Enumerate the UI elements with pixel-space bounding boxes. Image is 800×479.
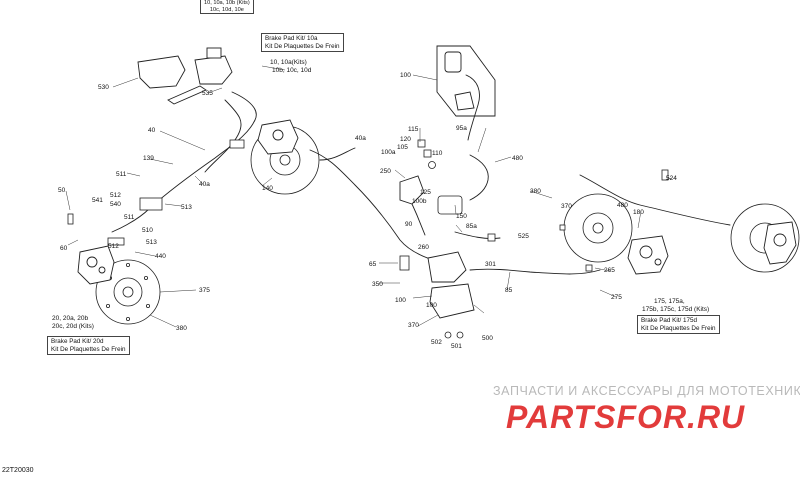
part-label: 250 [380,168,391,175]
part-label: 370 [408,322,419,329]
part-label: 512 [108,243,119,250]
part-label: 60 [60,245,68,252]
part-label: 480 [617,202,628,209]
master-cylinder-pedal [399,175,475,319]
part-label: 524 [666,175,677,182]
part-label: 20, 20a, 20b [52,315,89,322]
brake-pad-kit-175d-note: Brake Pad Kit/ 175d Kit De Plaquettes De… [637,315,720,335]
part-label: 20c, 20d (Kits) [52,323,94,330]
part-label: 501 [451,343,462,350]
part-label: 513 [181,204,192,211]
part-label: 100 [400,72,411,79]
leader-lines [65,65,673,328]
top-reference-line-2: 10c, 10d, 10e [209,6,244,13]
part-label: 100a [381,149,396,156]
watermark-tagline: ЗАПЧАСТИ И АКСЕССУАРЫ ДЛЯ МОТОТЕХНИКИ [493,384,800,398]
part-label: 500 [482,335,493,342]
part-label: 440 [155,253,166,260]
note-line: Kit De Plaquettes De Frein [265,42,340,50]
part-label: 375 [199,287,210,294]
part-label: 105 [397,144,408,151]
part-label: 541 [92,197,103,204]
part-label: 95a [456,125,467,132]
part-label: 502 [431,339,442,346]
part-label: 85a [466,223,477,230]
part-label: 301 [485,261,496,268]
part-label: 525 [518,233,529,240]
part-label: 110 [432,150,443,157]
part-label: 535 [202,90,213,97]
part-label: 40 [148,127,156,134]
part-label: 150 [456,213,467,220]
brake-caliper-front [77,245,115,285]
part-label: 120 [400,136,411,143]
brake-line-main [111,91,257,233]
part-label: 370 [561,203,572,210]
part-label: 480 [512,155,523,162]
part-label: 513 [146,239,157,246]
part-label: 10b, 10c, 10d [272,67,312,74]
part-label: 10, 10a(Kits) [270,59,307,66]
brake-pad-kit-10a-note: Brake Pad Kit/ 10a Kit De Plaquettes De … [261,33,344,53]
top-reference-box: 10, 10a, 10b (Kits) 10c, 10d, 10e [200,0,254,15]
brake-line-front [309,149,441,263]
part-label: 140 [262,185,273,192]
brake-caliper-center [257,119,299,155]
brake-line-40a [319,147,356,161]
part-label: 512 [110,192,121,199]
hardware-parts [67,139,669,339]
brake-line-85a [454,231,501,239]
part-label: 540 [110,201,121,208]
diagram-code: 22T20030 [2,467,34,474]
part-label: 65 [369,261,377,268]
part-label: 275 [611,294,622,301]
part-label: 100 [426,302,437,309]
part-label: 40a [355,135,366,142]
part-label: 175, 175a, [654,298,685,305]
part-label: 265 [604,267,615,274]
part-label: 100 [395,297,406,304]
brake-disc-front [95,259,161,325]
brake-line-40 [204,99,242,173]
part-label: 175b, 175c, 175d (Kits) [642,306,709,313]
part-label: 510 [142,227,153,234]
hose-95a [469,154,489,201]
part-label: 125 [420,189,431,196]
master-cylinder-handlebar [137,47,233,105]
brake-line-rear-upper [579,174,731,226]
reservoir-hose [465,74,480,141]
reservoir-box [436,45,496,117]
watermark-logo: PARTSFOR.RU [506,399,745,435]
part-label: 530 [98,84,109,91]
part-label: 139 [143,155,154,162]
note-line: Brake Pad Kit/ 10a [265,35,318,42]
brake-caliper-rear [627,235,669,275]
part-label: 511 [116,171,127,178]
watermark-logo-text: PARTSFOR.RU [506,399,745,435]
part-label: 380 [176,325,187,332]
part-label: 350 [372,281,383,288]
part-label: 40a [199,181,210,188]
note-line: Brake Pad Kit/ 175d [641,317,698,324]
part-label: 180 [633,209,644,216]
note-line: Brake Pad Kit/ 20d [51,338,104,345]
brake-caliper-far-right [763,221,797,265]
part-label: 511 [124,214,135,221]
part-label: 90 [405,221,413,228]
part-label: 380 [530,188,541,195]
brake-line-rear [469,268,601,275]
part-label: 260 [418,244,429,251]
part-label: 115 [408,126,419,133]
note-line: Kit De Plaquettes De Frein [51,345,126,353]
part-label: 85 [505,287,513,294]
top-reference-line-1: 10, 10a, 10b (Kits) [204,0,250,6]
note-line: Kit De Plaquettes De Frein [641,324,716,332]
part-label: 100b [412,198,427,205]
brake-pad-kit-20d-note: Brake Pad Kit/ 20d Kit De Plaquettes De … [47,336,130,356]
part-labels: 530 535 10, 10a(Kits) 10b, 10c, 10d 40 1… [52,59,709,350]
part-label: 50 [58,187,66,194]
